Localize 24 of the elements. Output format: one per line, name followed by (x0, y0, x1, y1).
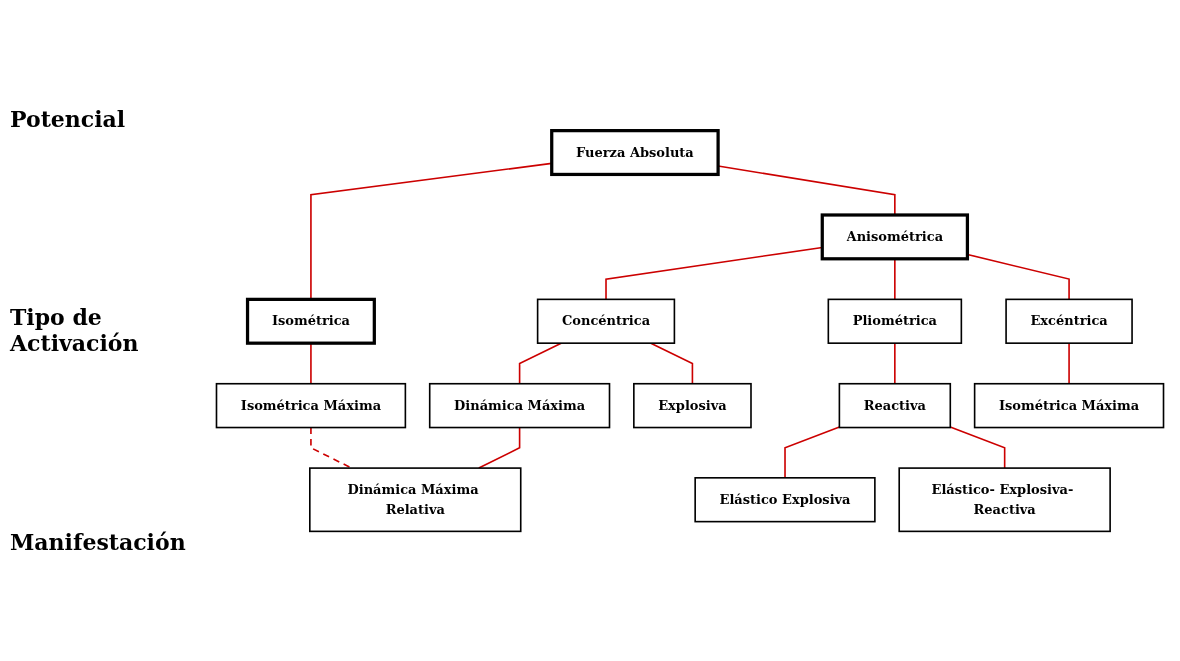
connector (518, 341, 562, 385)
level-label: Manifestación (10, 528, 187, 555)
node-box: Dinámica Máxima Relativa (309, 466, 522, 532)
level-label: Potencial (10, 106, 127, 133)
node-box: Elástico Explosiva (694, 476, 876, 522)
connector (949, 425, 1006, 469)
connector (894, 341, 896, 385)
node-box: Excéntrica (1005, 298, 1133, 344)
node-box: Reactiva (838, 382, 952, 428)
node-box: Isométrica Máxima (215, 382, 407, 428)
connector (650, 341, 694, 385)
node-box: Isométrica Máxima (973, 382, 1165, 428)
node-box: Fuerza Absoluta (550, 128, 720, 176)
connector (478, 426, 521, 469)
node-box: Elástico- Explosiva- Reactiva (898, 466, 1111, 532)
node-box: Anisométrica (820, 212, 970, 260)
connector (1068, 341, 1070, 385)
connector (784, 425, 841, 479)
node-box: Dinámica Máxima (428, 382, 611, 428)
node-box: Pliométrica (827, 298, 963, 344)
level-label: Tipo de Activación (10, 304, 140, 357)
node-box: Explosiva (633, 382, 752, 428)
node-box: Isométrica (245, 297, 376, 345)
node-box: Concéntrica (536, 298, 676, 344)
